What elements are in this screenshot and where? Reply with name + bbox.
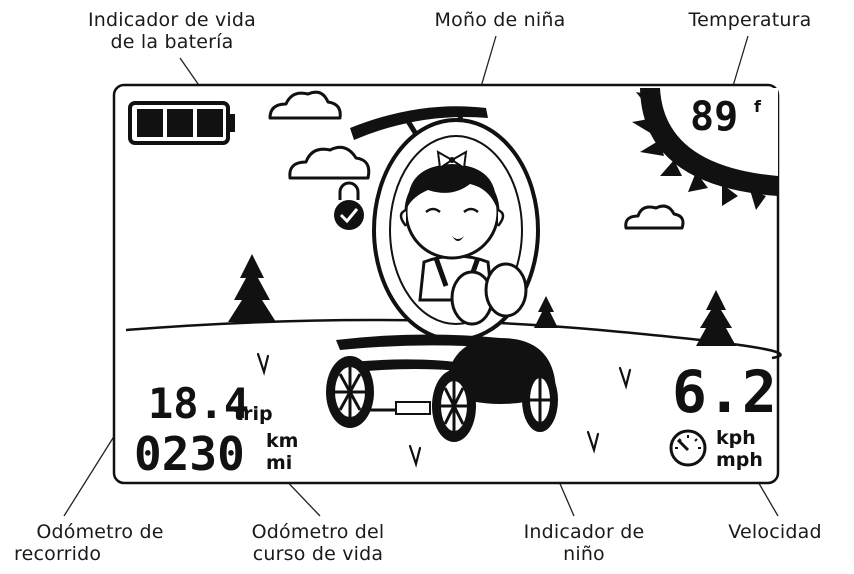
callout-child-line2: niño [563,543,605,565]
speed-display: 6.2 kph mph [669,358,777,471]
grass-icon [256,352,270,376]
grass-icon [618,366,632,390]
speed-value: 6.2 [672,358,777,426]
callout-child-line1: Indicador de [523,521,645,543]
temperature-value: 89 [690,94,738,140]
temperature-unit: f [754,97,762,116]
grass-icon [408,444,422,468]
battery-icon [128,101,235,145]
callout-battery-line1: Indicador de vida [87,9,257,31]
unit-mi: mi [266,452,292,474]
callout-bow-text: Moño de niña [434,9,566,31]
callout-speed-text: Velocidad [728,521,822,543]
cloud-icon [288,145,371,180]
callout-speed: Velocidad [700,521,850,543]
trip-value: 18.4 [148,379,249,428]
callout-child-indicator: Indicador de niño [484,521,684,565]
odometer-value: 0230 [134,427,245,481]
bow-icon [436,150,468,170]
tree-icon [534,296,558,328]
unit-mph: mph [716,449,763,471]
callout-bow: Moño de niña [400,9,600,31]
callout-trip-odometer: Odómetro de recorrido [0,521,200,565]
unit-kph: kph [716,427,756,449]
temperature-readout: 89 f [690,94,762,140]
baby-icon [399,150,528,326]
callout-battery: Indicador de vida de la batería [52,9,292,53]
speedometer-icon [669,429,707,467]
cloud-icon [268,90,342,120]
cloud-icon [624,204,685,230]
callout-trip-line2: recorrido [14,543,102,565]
callout-lifetime-odometer: Odómetro del curso de vida [218,521,418,565]
sun-icon [632,88,778,210]
tree-icon [696,290,736,346]
horizon-line [125,318,782,360]
callout-temperature-text: Temperatura [688,9,812,31]
trip-label: trip [234,403,273,425]
trip-odometer: 18.4 trip [148,379,273,428]
callout-trip-line1: Odómetro de [36,521,164,543]
lock-check-icon [334,181,364,230]
lifetime-odometer: 0230 km mi [134,427,298,481]
callout-temperature: Temperatura [660,9,840,31]
tree-icon [228,254,276,322]
callout-lifetime-line1: Odómetro del [251,521,385,543]
grass-icon [586,430,600,454]
unit-km: km [266,430,298,452]
callout-lifetime-line2: curso de vida [252,543,384,565]
callout-battery-line2: de la batería [110,31,234,53]
